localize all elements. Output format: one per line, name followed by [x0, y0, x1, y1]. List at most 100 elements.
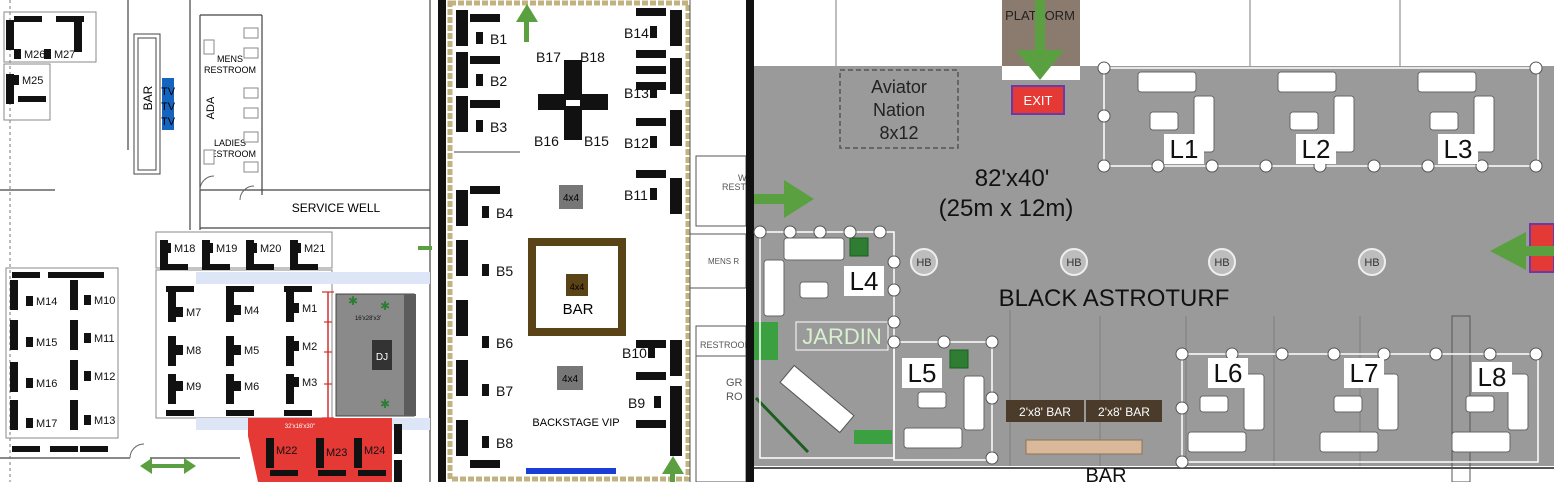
- table-b3[interactable]: B3: [490, 119, 507, 135]
- table-b14[interactable]: B14: [624, 25, 649, 41]
- table-m9[interactable]: M9: [186, 381, 201, 393]
- mens-restroom-label-1: MENS: [217, 54, 243, 64]
- table-marker: [294, 243, 301, 253]
- lounge-l8[interactable]: L8: [1478, 362, 1507, 392]
- table-marker: [476, 32, 483, 44]
- seating-bench: [670, 58, 682, 94]
- seating-bench: [636, 8, 666, 16]
- lounge-l1[interactable]: L1: [1170, 134, 1199, 164]
- table-m2[interactable]: M2: [302, 341, 317, 353]
- table-m25[interactable]: M25: [22, 75, 43, 87]
- table-m11[interactable]: M11: [94, 333, 115, 345]
- lounge-l6[interactable]: L6: [1214, 358, 1243, 388]
- table-marker: [12, 75, 19, 85]
- seating-bench: [456, 96, 468, 132]
- seating-bench: [226, 292, 234, 322]
- ladies-restroom-label-1: LADIES: [214, 138, 246, 148]
- table-m1[interactable]: M1: [302, 303, 317, 315]
- table-m18[interactable]: M18: [174, 243, 195, 255]
- table-b4[interactable]: B4: [496, 205, 513, 221]
- table-marker: [234, 381, 241, 391]
- table-m13[interactable]: M13: [94, 415, 115, 427]
- table-marker: [234, 345, 241, 355]
- table-m27[interactable]: M27: [54, 49, 75, 61]
- arrow-left-icon: [1490, 232, 1554, 270]
- lounge-label-bg: [902, 358, 942, 388]
- table-marker: [250, 243, 257, 253]
- seating-bench: [636, 372, 666, 380]
- seating-bench: [6, 74, 14, 104]
- restroom-label: RESTROOM: [700, 340, 752, 350]
- table-b10[interactable]: B10: [622, 345, 647, 361]
- node-marker: [1175, 401, 1189, 415]
- node-marker: [1529, 347, 1543, 361]
- table-m10[interactable]: M10: [94, 295, 115, 307]
- table-m5[interactable]: M5: [244, 345, 259, 357]
- table-m4[interactable]: M4: [244, 305, 259, 317]
- table-m23[interactable]: M23: [326, 447, 347, 459]
- seating-bench: [18, 96, 46, 102]
- seating-bench: [10, 280, 18, 310]
- node-marker: [1529, 159, 1543, 173]
- table-marker: [654, 396, 661, 408]
- table-b16[interactable]: B16: [534, 133, 559, 149]
- table-marker: [26, 337, 33, 347]
- seating-bench: [670, 10, 682, 46]
- lounge-l5[interactable]: L5: [908, 358, 937, 388]
- table-b13[interactable]: B13: [624, 85, 649, 101]
- lounge-l3[interactable]: L3: [1444, 134, 1473, 164]
- table-b1[interactable]: B1: [490, 31, 507, 47]
- table-m16[interactable]: M16: [36, 378, 57, 390]
- table-b7[interactable]: B7: [496, 383, 513, 399]
- table-b12[interactable]: B12: [624, 135, 649, 151]
- table-b6[interactable]: B6: [496, 335, 513, 351]
- table-m7[interactable]: M7: [186, 307, 201, 319]
- lounge-l2[interactable]: L2: [1302, 134, 1331, 164]
- lounge-furniture: [1277, 71, 1337, 93]
- seating-bench: [636, 50, 666, 58]
- lounge-furniture: [1333, 95, 1355, 153]
- lounge-furniture: [1137, 71, 1197, 93]
- cocktail-table-a: 4x4: [563, 193, 580, 204]
- seating-bench: [270, 470, 298, 476]
- lounge-l7[interactable]: L7: [1350, 358, 1379, 388]
- lounge-furniture: [799, 281, 829, 299]
- seating-bench: [456, 190, 468, 226]
- table-marker: [482, 206, 489, 218]
- table-b8[interactable]: B8: [496, 435, 513, 451]
- table-b2[interactable]: B2: [490, 73, 507, 89]
- table-m19[interactable]: M19: [216, 243, 237, 255]
- table-m21[interactable]: M21: [304, 243, 325, 255]
- node-marker: [1259, 159, 1273, 173]
- table-b9[interactable]: B9: [628, 395, 645, 411]
- table-m6[interactable]: M6: [244, 381, 259, 393]
- table-b5[interactable]: B5: [496, 263, 513, 279]
- table-b15[interactable]: B15: [584, 133, 609, 149]
- panel-main-floor: BAR TV TV TV ADA MENS RESTROOM LADIES RE…: [0, 0, 438, 482]
- table-m17[interactable]: M17: [36, 418, 57, 430]
- seating-bench: [284, 410, 312, 416]
- table-m24[interactable]: M24: [364, 445, 385, 457]
- tv-label-1: TV: [161, 86, 176, 98]
- table-m26[interactable]: M26: [24, 49, 45, 61]
- lounge-label-bg: [1438, 134, 1478, 164]
- table-m8[interactable]: M8: [186, 345, 201, 357]
- lounge-l4[interactable]: L4: [850, 266, 879, 296]
- seating-bench: [470, 56, 500, 64]
- table-b18[interactable]: B18: [580, 49, 605, 65]
- table-m12[interactable]: M12: [94, 371, 115, 383]
- table-b11[interactable]: B11: [624, 187, 648, 203]
- women-room-label-2: REST: [722, 182, 747, 192]
- double-arrow-icon: [140, 458, 196, 474]
- seating-bench: [636, 118, 666, 126]
- table-m22[interactable]: M22: [276, 445, 297, 457]
- table-m14[interactable]: M14: [36, 296, 57, 308]
- node-marker: [887, 255, 901, 269]
- lounge-furniture: [903, 427, 963, 449]
- table-m3[interactable]: M3: [302, 377, 317, 389]
- table-m20[interactable]: M20: [260, 243, 281, 255]
- aviator-label-3: 8x12: [879, 123, 918, 143]
- table-b17[interactable]: B17: [536, 49, 561, 65]
- table-m15[interactable]: M15: [36, 337, 57, 349]
- seating-bench: [358, 470, 386, 476]
